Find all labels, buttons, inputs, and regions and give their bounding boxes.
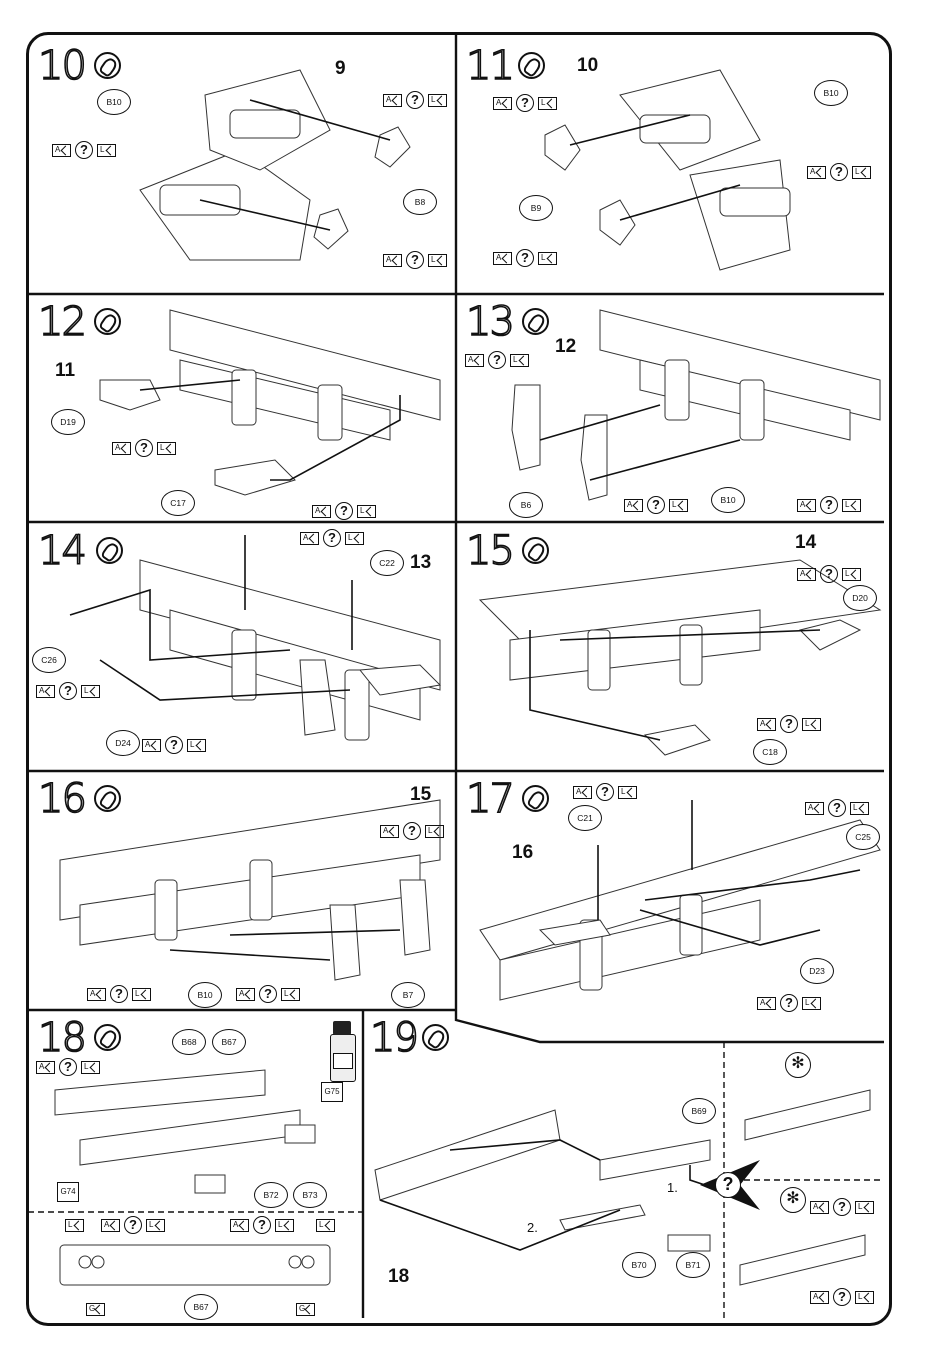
subassembly-label: 13 bbox=[410, 552, 432, 573]
glue-hint-row: A?L bbox=[36, 1058, 100, 1076]
part-callout: B10 bbox=[814, 80, 848, 106]
glue-hint-row: A?L bbox=[757, 715, 821, 733]
glue-hint-row: A?L bbox=[380, 822, 444, 840]
glue-hint-row: A?L bbox=[810, 1198, 874, 1216]
glue-tube-icon bbox=[422, 1024, 449, 1051]
glue-hint-row: A?L bbox=[383, 91, 447, 109]
glue-hint-row: A?L bbox=[805, 799, 869, 817]
part-callout: C26 bbox=[32, 647, 66, 673]
part-callout: C17 bbox=[161, 490, 195, 516]
part-callout: B7 bbox=[391, 982, 425, 1008]
subassembly-label: 10 bbox=[577, 55, 599, 76]
variant-sparkle-icon: ✻ bbox=[780, 1187, 806, 1213]
tag-g: G bbox=[86, 1300, 105, 1318]
part-callout: B72 bbox=[254, 1182, 288, 1208]
step-number: 17 bbox=[465, 776, 515, 822]
part-callout: B71 bbox=[676, 1252, 710, 1278]
part-callout: B8 bbox=[403, 189, 437, 215]
part-callout: B10 bbox=[97, 89, 131, 115]
tag-l: L bbox=[65, 1216, 84, 1234]
option-two-label: 2. bbox=[527, 1220, 538, 1235]
part-callout: D20 bbox=[843, 585, 877, 611]
glue-hint-row: A?L bbox=[757, 994, 821, 1012]
part-callout: B70 bbox=[622, 1252, 656, 1278]
glue-tube-icon bbox=[522, 308, 549, 335]
part-callout: B10 bbox=[711, 487, 745, 513]
part-callout: C18 bbox=[753, 739, 787, 765]
option-one-label: 1. bbox=[667, 1180, 678, 1195]
subassembly-label: 9 bbox=[335, 58, 346, 79]
part-callout: B73 bbox=[293, 1182, 327, 1208]
glue-hint-row: A?L bbox=[810, 1288, 874, 1306]
part-callout: C21 bbox=[568, 805, 602, 831]
subassembly-label: 16 bbox=[512, 842, 534, 863]
glue-tube-icon bbox=[522, 537, 549, 564]
paint-code-box: G75 bbox=[321, 1082, 343, 1102]
glue-tube-icon bbox=[94, 1024, 121, 1051]
glue-hint-row: A?L bbox=[573, 783, 637, 801]
subassembly-label: 12 bbox=[555, 336, 577, 357]
step-number: 12 bbox=[37, 299, 87, 345]
part-callout: B10 bbox=[188, 982, 222, 1008]
glue-hint-row: A?L bbox=[52, 141, 116, 159]
step-number: 11 bbox=[465, 43, 515, 89]
glue-hint-row: A?L bbox=[624, 496, 688, 514]
subassembly-label: 11 bbox=[55, 360, 76, 381]
part-callout: B69 bbox=[682, 1098, 716, 1124]
step-number: 13 bbox=[465, 299, 515, 345]
part-callout: D23 bbox=[800, 958, 834, 984]
part-callout: B6 bbox=[509, 492, 543, 518]
question-mark-icon: ? bbox=[715, 1172, 741, 1198]
subassembly-label: 18 bbox=[388, 1266, 410, 1287]
part-callout: C22 bbox=[370, 550, 404, 576]
part-callout: D19 bbox=[51, 409, 85, 435]
subassembly-label: 15 bbox=[410, 784, 432, 805]
glue-hint-row: A?L bbox=[36, 682, 100, 700]
glue-hint-row: A?L bbox=[493, 249, 557, 267]
part-callout: B67 bbox=[184, 1294, 218, 1320]
glue-tube-icon bbox=[96, 537, 123, 564]
glue-hint-row: A?L bbox=[465, 351, 529, 369]
step-number: 14 bbox=[37, 528, 87, 574]
glue-tube-icon bbox=[518, 52, 545, 79]
part-callout: B67 bbox=[212, 1029, 246, 1055]
glue-hint-row: A?L bbox=[797, 565, 861, 583]
tag-g: G bbox=[296, 1300, 315, 1318]
glue-hint-row: A?L bbox=[101, 1216, 165, 1234]
glue-hint-row: A?L bbox=[112, 439, 176, 457]
part-callout: D24 bbox=[106, 730, 140, 756]
part-callout: B9 bbox=[519, 195, 553, 221]
step-number: 19 bbox=[369, 1015, 419, 1061]
step-number: 10 bbox=[37, 43, 87, 89]
glue-hint-row: A?L bbox=[383, 251, 447, 269]
glue-tube-icon bbox=[522, 785, 549, 812]
glue-hint-row: A?L bbox=[797, 496, 861, 514]
glue-hint-row: A?L bbox=[312, 502, 376, 520]
paint-code-box: G74 bbox=[57, 1182, 79, 1202]
glue-hint-row: A?L bbox=[493, 94, 557, 112]
glue-hint-row: A?L bbox=[236, 985, 300, 1003]
step-number: 18 bbox=[37, 1015, 87, 1061]
part-callout: C25 bbox=[846, 824, 880, 850]
paint-bottle-icon bbox=[330, 1021, 356, 1082]
glue-hint-row: A?L bbox=[300, 529, 364, 547]
glue-hint-row: A?L bbox=[142, 736, 206, 754]
glue-hint-row: A?L bbox=[230, 1216, 294, 1234]
glue-tube-icon bbox=[94, 785, 121, 812]
step-number: 16 bbox=[37, 776, 87, 822]
glue-hint-row: A?L bbox=[87, 985, 151, 1003]
tag-l: L bbox=[316, 1216, 335, 1234]
glue-hint-row: A?L bbox=[807, 163, 871, 181]
subassembly-label: 14 bbox=[795, 532, 817, 553]
variant-sparkle-icon: ✻ bbox=[785, 1052, 811, 1078]
part-callout: B68 bbox=[172, 1029, 206, 1055]
glue-tube-icon bbox=[94, 308, 121, 335]
step-number: 15 bbox=[465, 528, 515, 574]
glue-tube-icon bbox=[94, 52, 121, 79]
